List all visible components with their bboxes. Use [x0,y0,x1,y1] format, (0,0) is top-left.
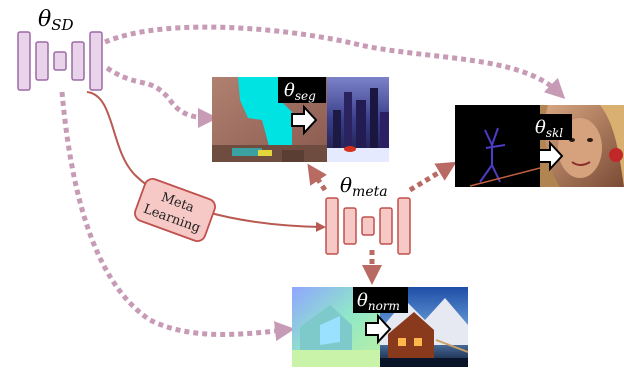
dashed-arrow-meta-to-skl [408,161,457,193]
norm-arrow-icon [365,313,392,345]
solid-arrow-sd-to-meta [86,91,326,232]
norm-image-pair: θnorm [292,287,469,367]
theta-sd-label: θSD [38,7,74,34]
meta-block-2 [343,207,357,245]
sd-block-1 [17,31,31,91]
sd-block-5 [89,31,103,91]
theta-skl-label: θskl [535,117,563,140]
theta-seg-label: θseg [284,80,316,103]
meta-learning-box: Meta Learning [134,178,216,242]
skl-image-pair: θskl [455,105,624,187]
dashed-arrow-sd-to-skl [104,24,566,99]
skl-arrow-icon [538,140,564,172]
meta-block-4 [379,207,393,245]
sd-network [17,31,103,91]
sd-block-4 [71,41,85,81]
dashed-arrow-sd-to-norm [59,91,295,342]
skl-label-bg [530,114,572,140]
dashed-arrow-meta-to-seg [307,163,328,192]
dashed-arrow-sd-to-seg [105,65,218,128]
meta-network [325,197,411,255]
theta-norm-label: θnorm [357,290,400,313]
meta-block-1 [325,197,339,255]
seg-label-bg [278,77,326,103]
sd-block-2 [35,41,49,81]
meta-block-5 [397,197,411,255]
seg-arrow-icon [291,104,318,136]
norm-label-bg [353,287,408,313]
theta-meta-label: θmeta [340,173,388,200]
meta-block-3 [361,216,375,236]
sd-block-3 [53,51,67,71]
seg-image-pair: θseg [212,77,389,162]
